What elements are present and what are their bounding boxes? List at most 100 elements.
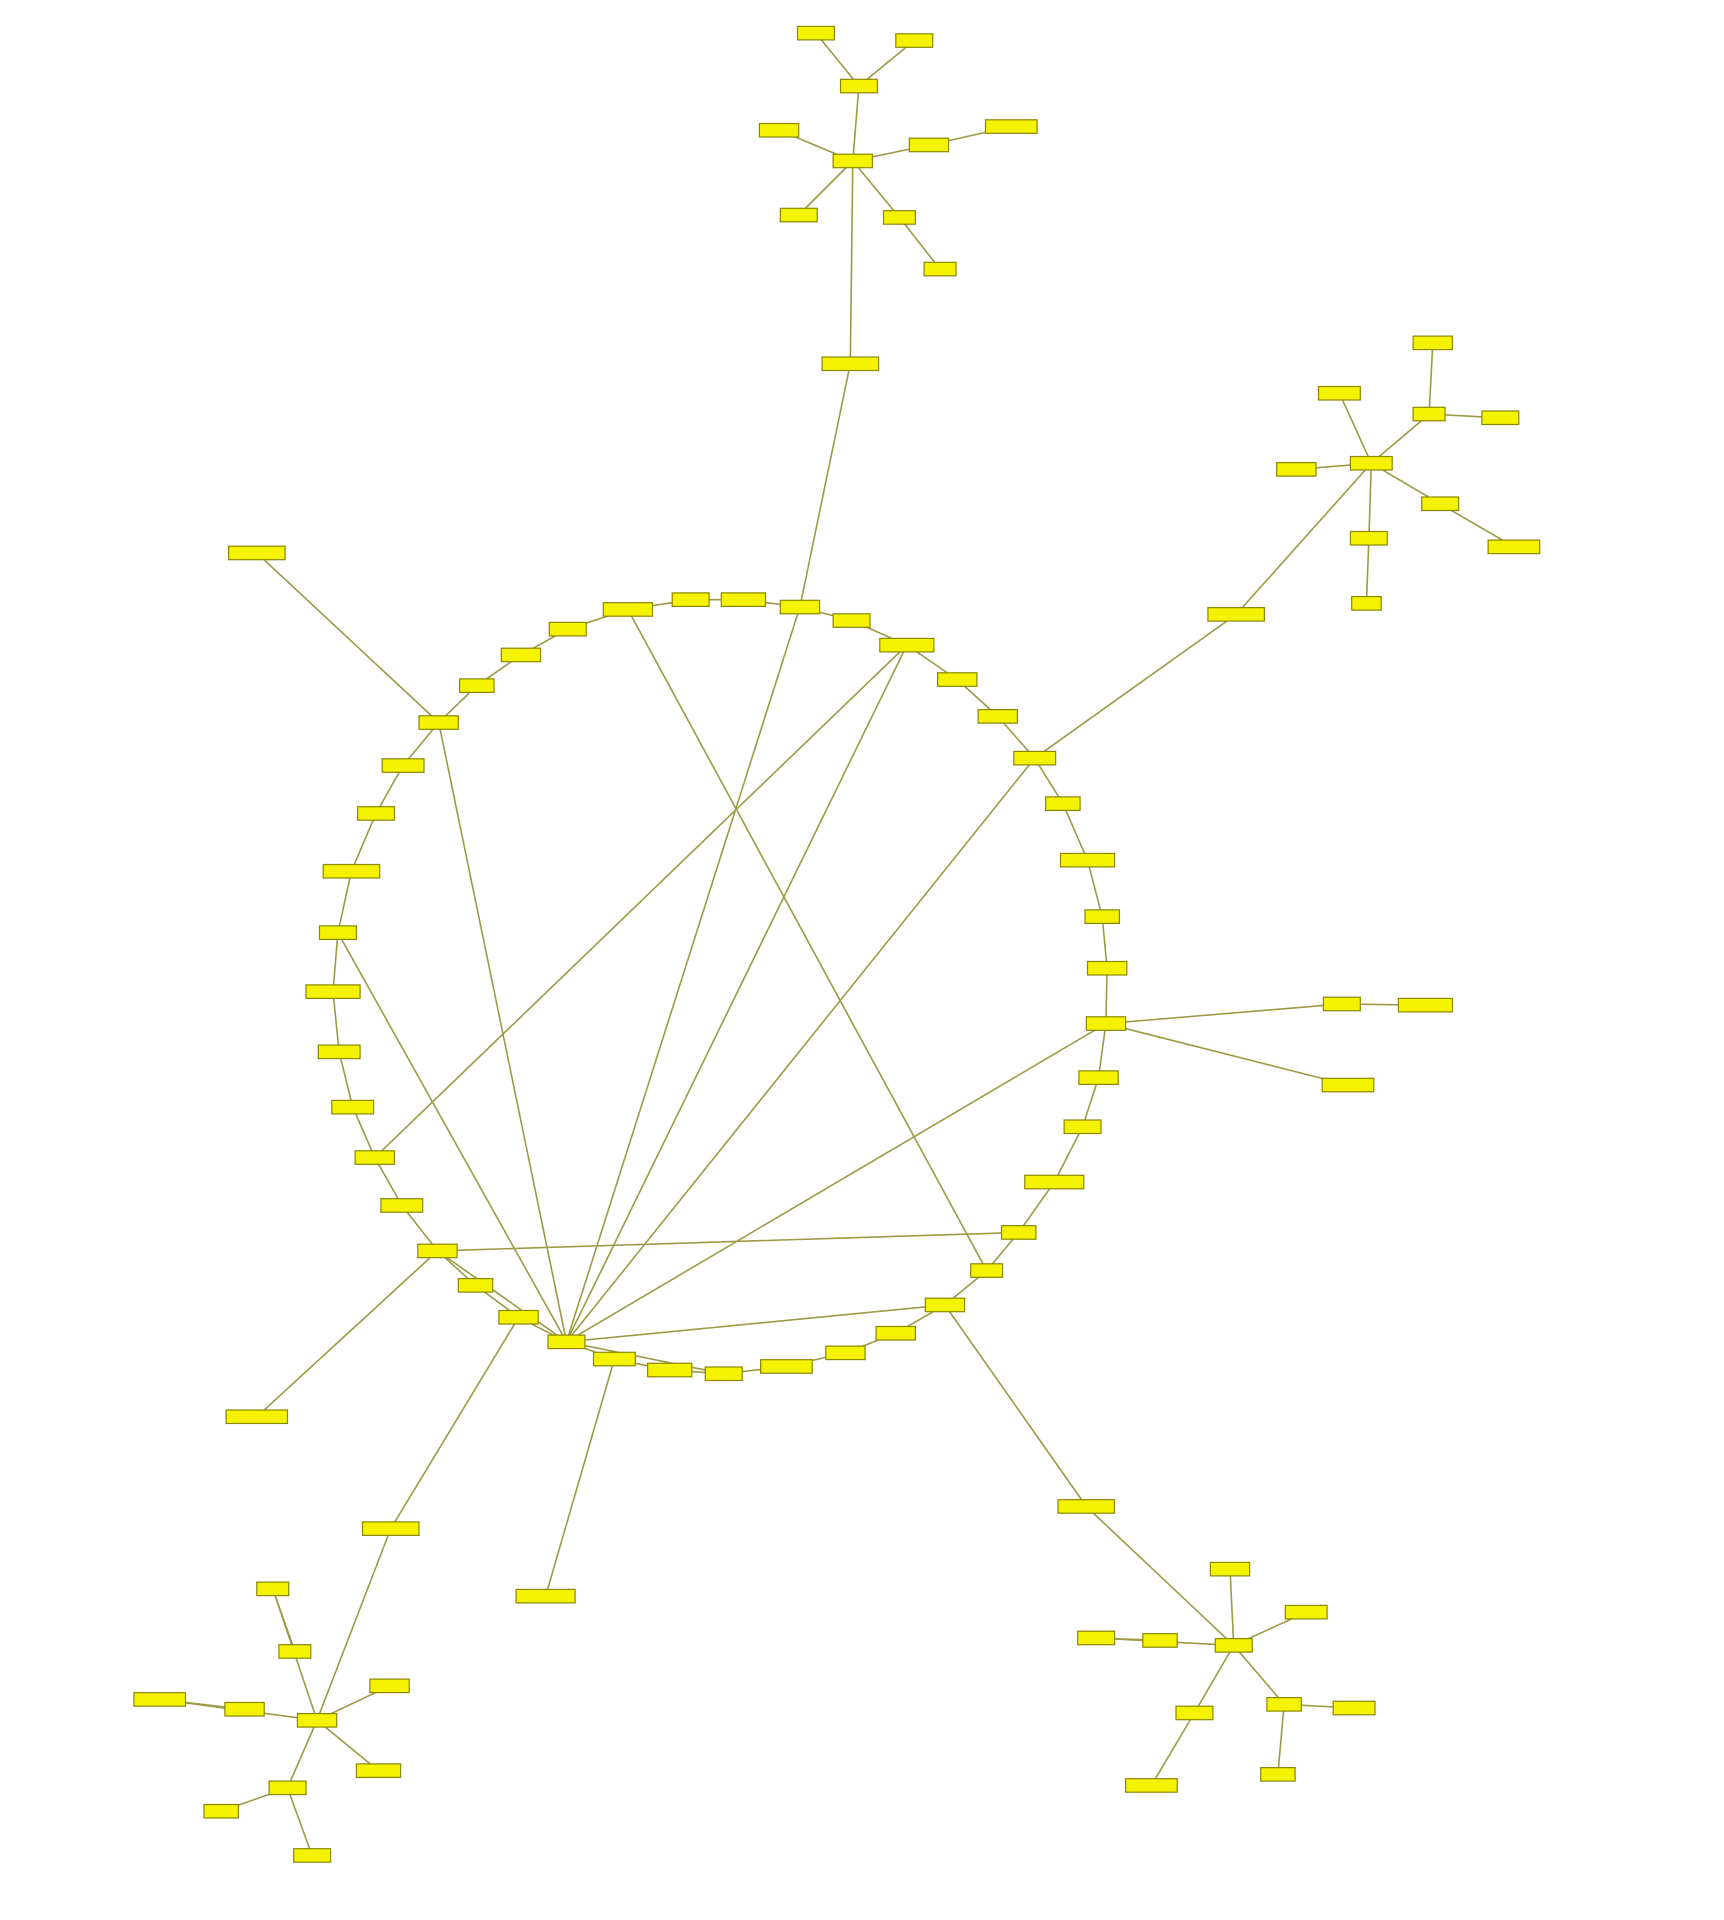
graph-node[interactable] [1207, 606, 1266, 622]
ring-node[interactable] [305, 984, 361, 1000]
ring-node[interactable] [879, 637, 935, 653]
ring-node[interactable] [671, 592, 710, 608]
graph-node[interactable] [895, 33, 934, 48]
ring-node[interactable] [592, 1351, 636, 1367]
ring-node[interactable] [977, 708, 1018, 724]
ring-node[interactable] [548, 621, 587, 637]
graph-node[interactable] [1421, 496, 1460, 512]
graph-node[interactable] [923, 261, 957, 277]
graph-node[interactable] [1276, 462, 1317, 477]
ring-node[interactable] [417, 1243, 458, 1259]
ring-node[interactable] [759, 1359, 813, 1374]
ring-node[interactable] [1063, 1119, 1102, 1135]
ring-node[interactable] [970, 1263, 1004, 1278]
graph-node[interactable] [1481, 410, 1520, 426]
graph-node[interactable] [1057, 1499, 1116, 1514]
graph-node[interactable] [758, 122, 800, 138]
ring-node[interactable] [357, 806, 396, 821]
graph-node[interactable] [355, 1763, 402, 1779]
graph-node[interactable] [278, 1644, 312, 1659]
graph-node[interactable] [796, 25, 836, 41]
graph-node[interactable] [1351, 595, 1382, 611]
ring-node[interactable] [1013, 750, 1057, 766]
ring-node[interactable] [936, 672, 978, 687]
ring-node[interactable] [1059, 852, 1116, 868]
graph-node[interactable] [1214, 1637, 1253, 1653]
graph-node[interactable] [1412, 335, 1453, 351]
graph-node[interactable] [1284, 1604, 1328, 1620]
ring-node[interactable] [380, 1198, 424, 1213]
ring-node[interactable] [1045, 796, 1081, 812]
ring-node[interactable] [322, 863, 381, 879]
ring-node[interactable] [875, 1325, 916, 1341]
ring-node[interactable] [1086, 960, 1128, 976]
graph-node[interactable] [296, 1712, 338, 1728]
ring-node[interactable] [457, 1277, 494, 1293]
ring-node[interactable] [646, 1362, 693, 1378]
ring-node[interactable] [832, 613, 871, 628]
graph-node[interactable] [832, 153, 873, 169]
graph-node[interactable] [1260, 1766, 1296, 1782]
ring-node[interactable] [1084, 909, 1121, 925]
graph-node[interactable] [1142, 1633, 1178, 1648]
ring-node[interactable] [317, 1044, 361, 1060]
graph-node[interactable] [203, 1803, 240, 1819]
graph-node[interactable] [268, 1780, 307, 1796]
ring-node[interactable] [459, 678, 495, 694]
ring-node[interactable] [704, 1366, 743, 1382]
graph-edge [1053, 1126, 1084, 1183]
ring-node[interactable] [924, 1297, 966, 1313]
ring-node[interactable] [498, 1309, 539, 1325]
ring-node[interactable] [720, 592, 767, 608]
graph-node[interactable] [293, 1848, 332, 1863]
graph-node[interactable] [256, 1581, 290, 1597]
graph-node[interactable] [225, 1409, 289, 1425]
graph-node[interactable] [369, 1678, 410, 1694]
ring-node[interactable] [779, 599, 821, 615]
graph-node[interactable] [1397, 997, 1454, 1013]
ring-node[interactable] [1024, 1174, 1085, 1190]
ring-node[interactable] [1000, 1225, 1037, 1240]
ring-node[interactable] [354, 1150, 396, 1165]
graph-node[interactable] [1349, 530, 1388, 546]
graph-node[interactable] [1321, 1077, 1375, 1093]
graph-node[interactable] [228, 545, 286, 561]
graph-node[interactable] [1322, 996, 1361, 1012]
graph-node[interactable] [908, 137, 950, 153]
graph-edge [627, 609, 988, 1271]
graph-node[interactable] [1077, 1630, 1116, 1646]
graph-node[interactable] [1266, 1696, 1302, 1712]
graph-node[interactable] [1124, 1778, 1178, 1793]
graph-node[interactable] [224, 1701, 265, 1717]
graph-node[interactable] [882, 210, 916, 225]
graph-edge [1150, 1712, 1196, 1786]
graph-node[interactable] [1317, 385, 1361, 401]
graph-node[interactable] [1412, 406, 1446, 422]
graph-node[interactable] [984, 119, 1038, 134]
ring-node[interactable] [547, 1334, 586, 1350]
ring-node[interactable] [331, 1099, 375, 1115]
graph-node[interactable] [1209, 1561, 1251, 1577]
graph-node[interactable] [779, 207, 818, 223]
graph-node[interactable] [515, 1588, 576, 1604]
graph-edge [1018, 1181, 1055, 1233]
ring-node[interactable] [825, 1345, 866, 1361]
graph-node[interactable] [133, 1692, 187, 1707]
ring-node[interactable] [1078, 1070, 1119, 1086]
graph-edge [1062, 803, 1089, 861]
graph-node[interactable] [1487, 539, 1541, 555]
graph-edge [1105, 968, 1108, 1024]
ring-node[interactable] [418, 715, 459, 730]
ring-node[interactable] [1085, 1016, 1127, 1031]
ring-node[interactable] [381, 758, 425, 773]
ring-node[interactable] [500, 647, 542, 663]
graph-edge [798, 160, 854, 216]
graph-node[interactable] [821, 356, 880, 372]
ring-node[interactable] [602, 602, 654, 617]
graph-node[interactable] [361, 1521, 420, 1537]
graph-node[interactable] [839, 78, 879, 94]
graph-node[interactable] [1349, 455, 1393, 471]
ring-node[interactable] [318, 925, 358, 941]
graph-node[interactable] [1175, 1705, 1214, 1721]
graph-node[interactable] [1332, 1700, 1376, 1716]
